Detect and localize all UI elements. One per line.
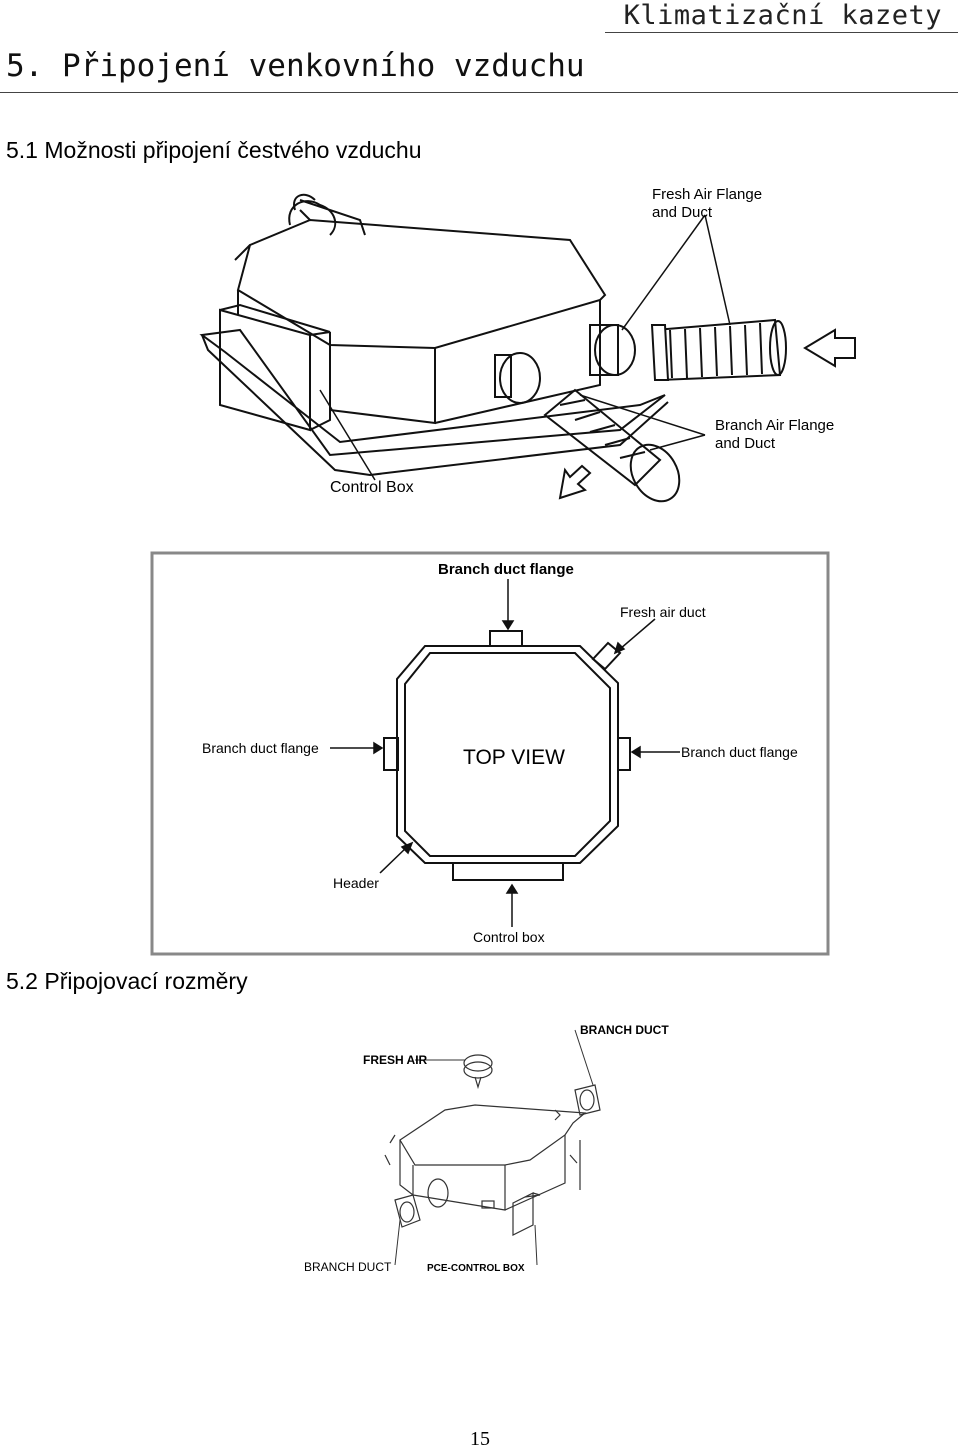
section-heading-5-1: 5.1 Možnosti připojení čestvého vzduchu — [6, 137, 422, 163]
isometric-diagram: Fresh Air Flange and Duct Branch Air Fla… — [199, 186, 856, 503]
branch-duct-bottom-label: BRANCH DUCT — [304, 1260, 392, 1274]
figure-isometric-connections: Fresh Air Flange and Duct Branch Air Fla… — [190, 180, 870, 510]
document-label: Klimatizační kazety — [623, 0, 942, 31]
page-number: 15 — [470, 1428, 490, 1450]
control-box-shape — [452, 862, 564, 881]
figure-connection-dimensions: FRESH AIR BRANCH DUCT BRANCH DUCT PCE-CO… — [295, 1015, 695, 1280]
unit-top — [399, 1104, 587, 1166]
branch-air-flange-label-2: and Duct — [715, 435, 776, 452]
branch-air-duct — [543, 388, 662, 487]
control-box-label: Control box — [473, 929, 545, 945]
figure-top-view: Branch duct flange Fresh air duct Branch… — [150, 551, 830, 956]
branch-duct-top-label: BRANCH DUCT — [580, 1023, 669, 1037]
branch-air-flange-label-1: Branch Air Flange — [715, 417, 834, 434]
branch-duct-flange-left-label: Branch duct flange — [202, 740, 319, 756]
unit-outline-inner — [404, 652, 611, 857]
fresh-air-flange-label-2: and Duct — [652, 204, 713, 221]
control-box-shape — [219, 303, 331, 432]
fresh-air-duct-label: Fresh air duct — [620, 604, 706, 620]
fresh-air-arrow — [803, 328, 856, 368]
rear-duct — [288, 199, 366, 236]
fresh-air-duct-shape — [591, 641, 622, 671]
chapter-title: 5. Připojení venkovního vzduchu — [6, 48, 585, 84]
branch-duct-flange-top-label: Branch duct flange — [438, 561, 574, 578]
pce-control-box-label: PCE-CONTROL BOX — [427, 1263, 525, 1274]
exploded-diagram: FRESH AIR BRANCH DUCT BRANCH DUCT PCE-CO… — [304, 1023, 669, 1274]
top-view-diagram: Branch duct flange Fresh air duct Branch… — [150, 551, 830, 956]
branch-duct-right-shape — [574, 1084, 601, 1116]
section-heading-5-2: 5.2 Připojovací rozměry — [6, 968, 248, 994]
control-box-label: Control Box — [330, 479, 414, 496]
unit-top-surface — [236, 218, 607, 350]
fresh-air-flange-label-1: Fresh Air Flange — [652, 186, 762, 203]
right-branch-flange-shape — [617, 737, 631, 771]
top-view-label: TOP VIEW — [463, 746, 565, 769]
fresh-air-label: FRESH AIR — [363, 1053, 428, 1067]
figure-frame — [150, 551, 830, 956]
left-branch-flange-shape — [383, 737, 399, 771]
branch-air-arrow — [558, 464, 592, 500]
header-rule-top — [605, 32, 958, 33]
branch-duct-flange-right-label: Branch duct flange — [681, 744, 798, 760]
pce-control-box-shape — [512, 1192, 541, 1236]
base-tray — [199, 328, 666, 457]
top-branch-flange-shape — [489, 630, 523, 647]
header-label: Header — [333, 875, 379, 891]
branch-duct-left-shape — [394, 1194, 421, 1228]
fresh-air-flange-shape — [463, 1054, 493, 1072]
header-rule-bottom — [0, 92, 958, 93]
